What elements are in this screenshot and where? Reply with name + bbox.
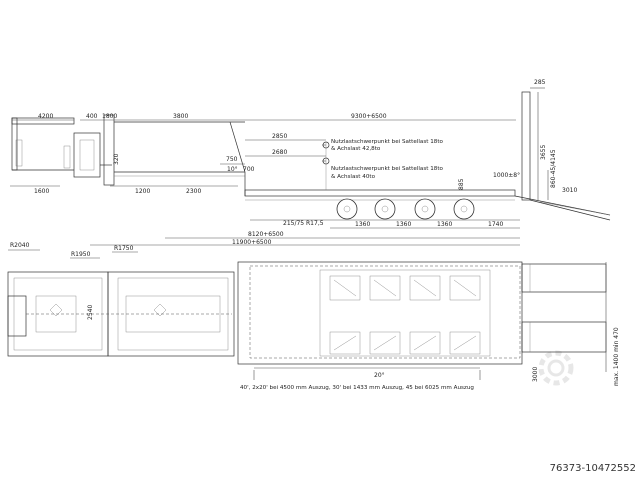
payload-note-1-line1: Nutzlastschwerpunkt bei Sattellast 18to (331, 139, 444, 145)
radius-1750: R1750 (114, 245, 134, 252)
dim-1740: 1740 (488, 221, 503, 228)
payload-note-2-line1: Nutzlastschwerpunkt bei Sattellast 18to (331, 166, 444, 172)
dim-285: 285 (534, 79, 546, 86)
dim-2300: 2300 (186, 188, 201, 195)
dim-3000: 3000 (532, 367, 539, 382)
max-width-note: max. 1400 min 470 (613, 327, 620, 386)
radius-1950: R1950 (71, 251, 91, 258)
radius-2040: R2040 (10, 242, 30, 249)
dim-1200: 1200 (135, 188, 150, 195)
dim-1360-c: 1360 (437, 221, 452, 228)
side-elevation: 4200 400 1800 3800 9300+6500 285 2850 26… (10, 79, 611, 246)
dim-750: 750 (226, 156, 238, 163)
dim-3655: 3655 (540, 145, 547, 160)
plan-view: R2040 R1950 R1750 2540 20° 3000 max. 140… (7, 242, 620, 391)
container-note: 40', 2x20' bei 4500 mm Auszug, 30' bei 1… (240, 385, 474, 391)
payload-note-2-line2: & Achslast 40to (331, 174, 376, 180)
dim-885: 885 (458, 178, 465, 190)
dim-8120: 8120+6500 (248, 231, 284, 238)
dim-2540: 2540 (87, 305, 94, 320)
dim-1800: 1800 (102, 113, 117, 120)
dim-320: 320 (113, 153, 120, 165)
dim-2850: 2850 (272, 133, 287, 140)
dim-1360-a: 1360 (355, 221, 370, 228)
tire-size: 215/75 R17,5 (283, 220, 324, 227)
dim-10deg: 10° (227, 166, 238, 173)
dim-1600: 1600 (34, 188, 49, 195)
dim-1000: 1000±8° (493, 172, 520, 179)
dim-11900: 11900+6500 (232, 239, 272, 246)
dim-9300: 9300+6500 (351, 113, 387, 120)
reference-number: 76373-10472552 (549, 463, 636, 474)
dim-2680: 2680 (272, 149, 287, 156)
dim-700: 700 (243, 166, 255, 173)
gear-watermark-icon (538, 350, 574, 386)
dim-3010: 3010 (562, 187, 577, 194)
dim-860: 860-45/4145 (550, 149, 557, 188)
payload-note-1-line2: & Achslast 42,8to (331, 146, 381, 152)
dim-1360-b: 1360 (396, 221, 411, 228)
angle-20: 20° (374, 372, 385, 379)
dim-4200: 4200 (38, 113, 53, 120)
dim-400: 400 (86, 113, 98, 120)
dim-3800: 3800 (173, 113, 188, 120)
